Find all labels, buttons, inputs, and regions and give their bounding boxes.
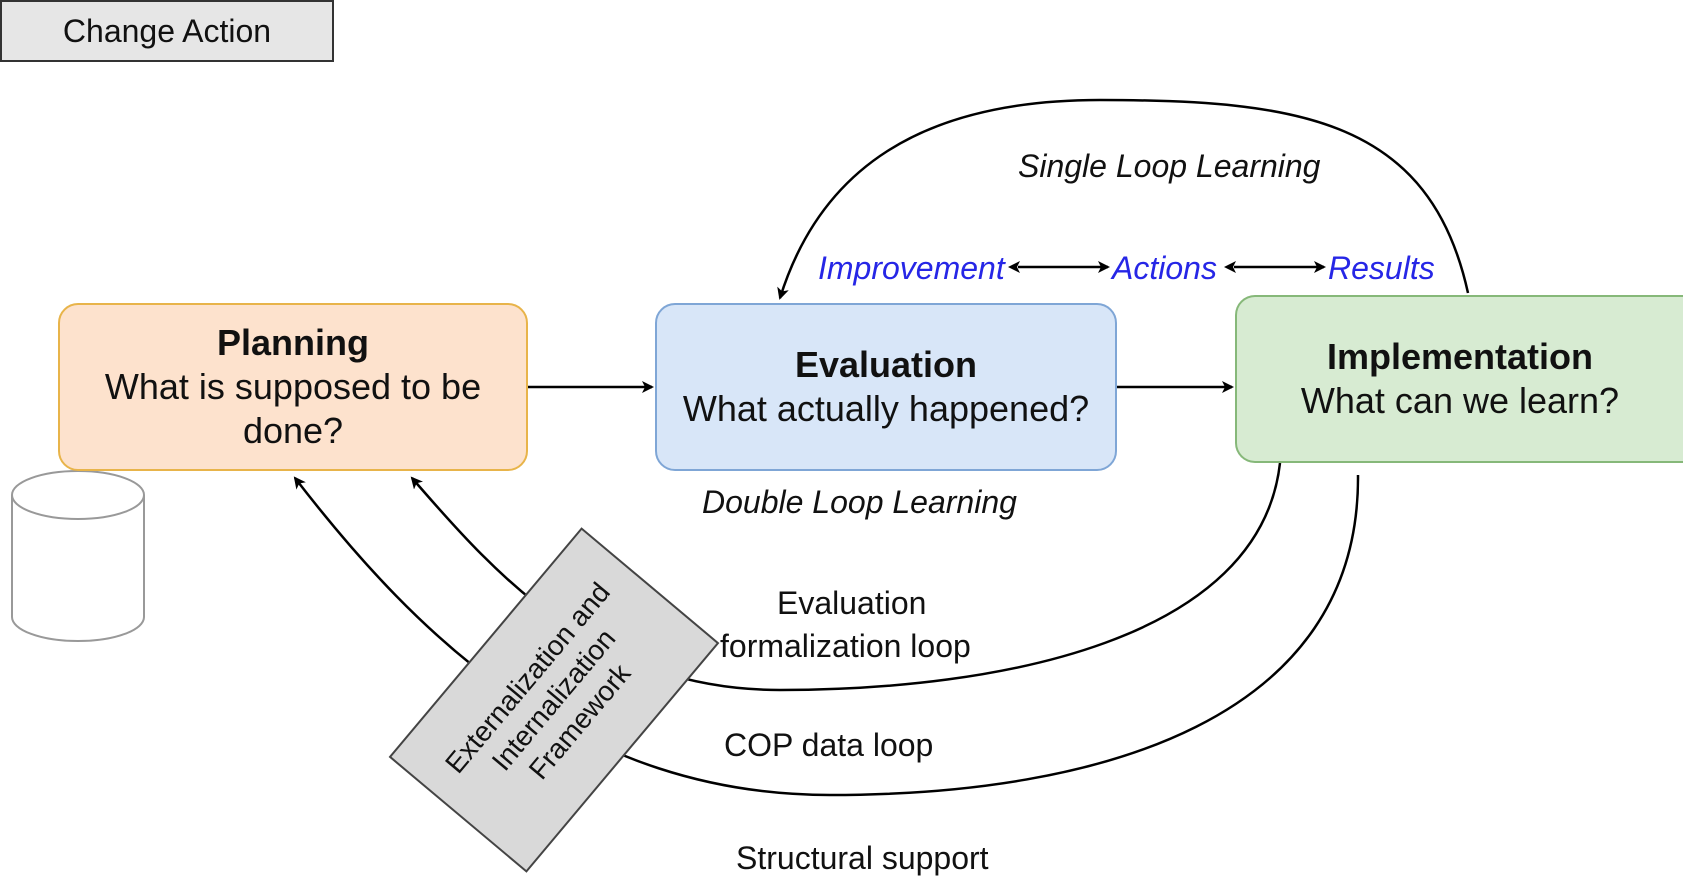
planning-subtitle-line1: What is supposed to be (104, 366, 482, 407)
evaluation-title: Evaluation (794, 344, 978, 385)
evaluation-loop-label-line2: formalization loop (720, 628, 971, 664)
database-icon (11, 470, 145, 642)
actions-label: Actions (1112, 250, 1217, 286)
planning-subtitle-line2: done? (242, 410, 344, 451)
improvement-label: Improvement (818, 250, 1005, 286)
change-action-box: Change Action (0, 0, 334, 62)
results-label: Results (1328, 250, 1435, 286)
structural-support-label: Structural support (736, 840, 989, 876)
double-loop-label: Double Loop Learning (702, 484, 1017, 520)
cop-data-loop (293, 474, 1360, 797)
single-loop-arc (777, 98, 1470, 300)
evaluation-box: Evaluation What actually happened? (655, 303, 1117, 471)
single-loop-label: Single Loop Learning (1018, 148, 1321, 184)
cop-loop-label: COP data loop (724, 727, 934, 763)
evaluation-formalization-loop (410, 462, 1282, 692)
planning-title: Planning (217, 322, 369, 363)
evaluation-subtitle: What actually happened? (682, 388, 1090, 429)
implementation-box: Implementation What can we learn? (1235, 295, 1683, 463)
evaluation-loop-label-line1: Evaluation (777, 585, 927, 621)
planning-box: Planning What is supposed to be done? (58, 303, 528, 471)
implementation-subtitle: What can we learn? (1300, 380, 1620, 421)
implementation-title: Implementation (1326, 336, 1594, 377)
